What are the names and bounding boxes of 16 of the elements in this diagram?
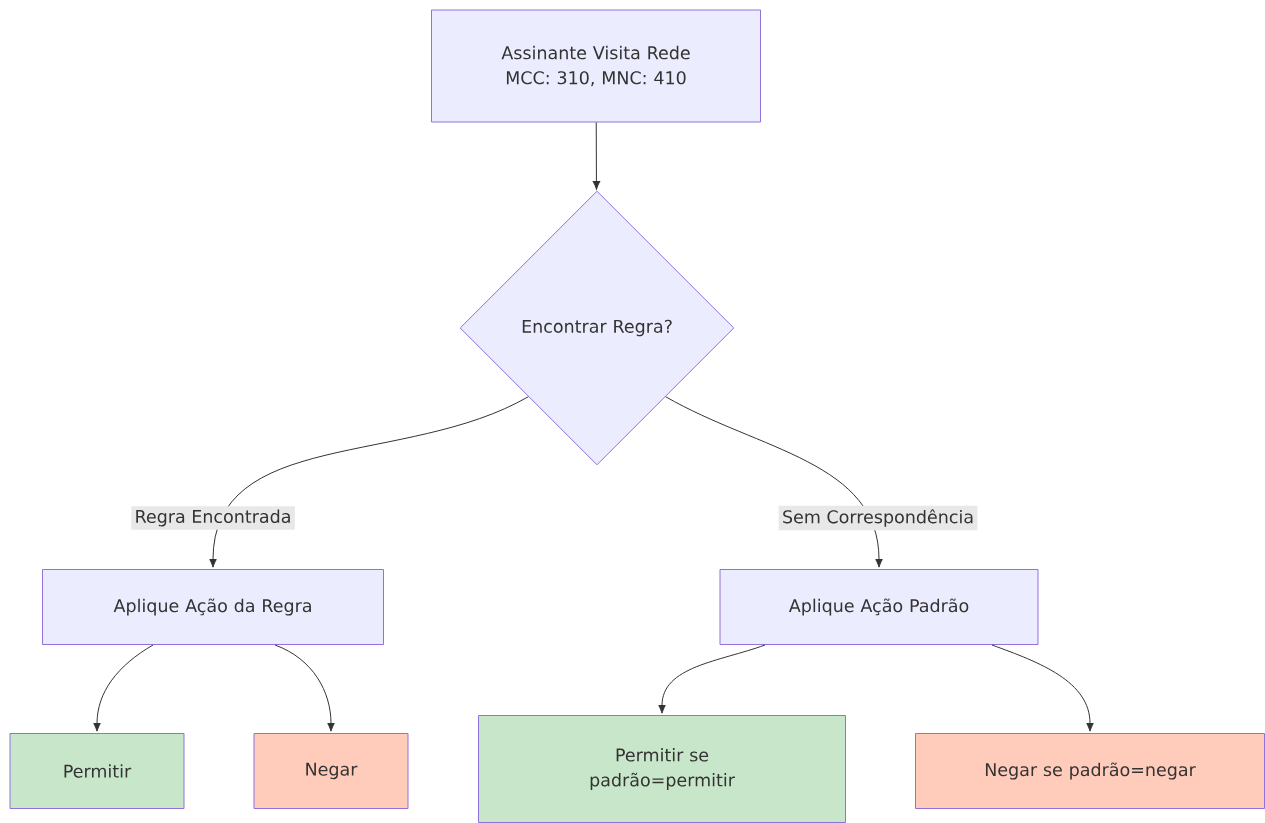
process-box: Aplique Ação Padrão (719, 569, 1039, 645)
process-box: Assinante Visita Rede MCC: 310, MNC: 410 (431, 9, 761, 123)
arrow (209, 396, 529, 568)
process-box: Permitir (9, 733, 185, 809)
edge-label: Regra Encontrada (131, 506, 295, 530)
process-box: Aplique Ação da Regra (42, 569, 384, 645)
arrow (274, 644, 335, 732)
edge-label: Sem Correspondência (778, 505, 978, 531)
process-box: Negar (253, 733, 409, 809)
arrow (665, 396, 883, 568)
arrow (991, 644, 1094, 732)
process-box: Negar se padrão=negar (915, 733, 1265, 809)
process-box: Permitir se padrão=permitir (478, 715, 846, 823)
arrow (93, 644, 154, 732)
arrow (658, 644, 766, 714)
arrow (592, 122, 601, 190)
